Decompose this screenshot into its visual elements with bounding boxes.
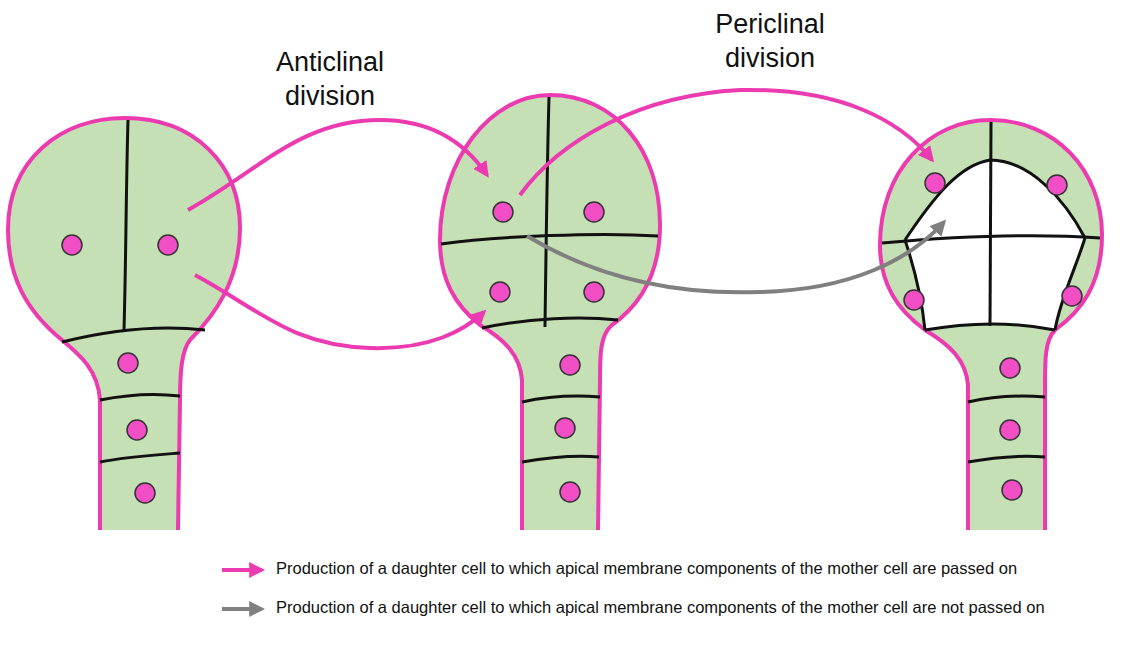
legend-samples bbox=[222, 570, 262, 609]
protonema-stage-1 bbox=[8, 118, 240, 530]
legend-text: Production of a daughter cell to which a… bbox=[276, 559, 1017, 578]
protonema-stage-3 bbox=[880, 120, 1102, 530]
legend-text: Production of a daughter cell to which a… bbox=[276, 598, 1045, 617]
transition-arrows bbox=[188, 90, 944, 348]
division-label: Anticlinal division bbox=[240, 46, 420, 114]
division-label: Periclinal division bbox=[680, 8, 860, 76]
